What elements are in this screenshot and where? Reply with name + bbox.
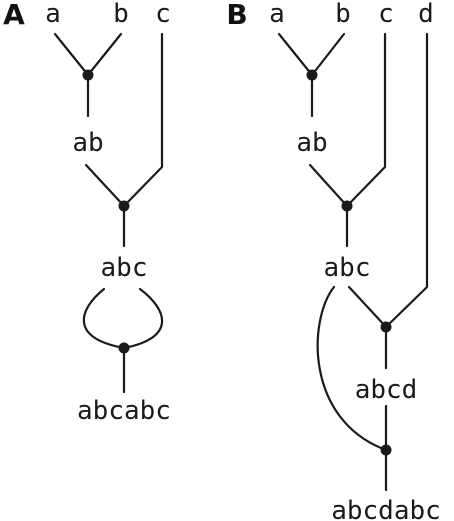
panel-a-leaf-b: b bbox=[113, 0, 129, 29]
panel-b: B a b c d ab abc abcd abcdabc bbox=[226, 0, 440, 521]
panel-b-edge-c-to-abc bbox=[345, 32, 387, 208]
panel-b-edge-ab-to-abc bbox=[308, 163, 349, 208]
panel-a-leaf-c: c bbox=[155, 0, 171, 29]
panel-b-leaf-c: c bbox=[378, 0, 394, 29]
panel-b-edge-abc-to-abcd bbox=[347, 285, 388, 329]
panel-b-leaf-a: a bbox=[269, 0, 285, 29]
panel-b-label-ab: ab bbox=[296, 128, 327, 158]
panel-b-node-abcd bbox=[380, 321, 392, 333]
panel-a-node-ab bbox=[82, 69, 94, 81]
panel-a-edge-ab-to-abc bbox=[84, 163, 126, 208]
panel-b-edge-b-to-ab bbox=[310, 32, 346, 77]
panel-b-label-abc: abc bbox=[324, 253, 371, 283]
panel-b-leaf-d: d bbox=[418, 0, 434, 29]
panel-a-leaf-a: a bbox=[45, 0, 61, 29]
panel-b-label-abcd: abcd bbox=[355, 375, 418, 405]
panel-a-letter: A bbox=[3, 0, 25, 31]
panel-b-leaf-b: b bbox=[335, 0, 351, 29]
panel-a-label-abc: abc bbox=[101, 253, 148, 283]
panel-a-label-result: abcabc bbox=[77, 396, 171, 426]
panel-a-node-abc bbox=[118, 200, 130, 212]
panel-a-edge-c-to-abc bbox=[122, 32, 164, 208]
panel-b-node-abcdabc bbox=[380, 444, 392, 456]
panel-b-node-abc bbox=[341, 200, 353, 212]
panel-b-node-ab bbox=[306, 69, 318, 81]
panel-a-edge-abc-right-copy bbox=[122, 287, 164, 350]
panel-b-label-result: abcdabc bbox=[331, 496, 441, 521]
panel-b-edge-a-to-ab bbox=[277, 32, 314, 77]
panel-a-edge-abc-left-copy bbox=[82, 287, 126, 350]
panel-a-edge-b-to-ab bbox=[86, 32, 123, 77]
panel-a: A a b c ab abc abcabc bbox=[3, 0, 171, 426]
panel-a-edge-a-to-ab bbox=[53, 32, 90, 77]
panel-b-edge-abc-copy bbox=[316, 285, 388, 452]
panel-b-letter: B bbox=[226, 0, 247, 31]
panel-a-label-ab: ab bbox=[72, 128, 103, 158]
panel-b-edge-d-to-abcd bbox=[384, 32, 429, 329]
panel-a-node-abcabc bbox=[118, 342, 130, 354]
